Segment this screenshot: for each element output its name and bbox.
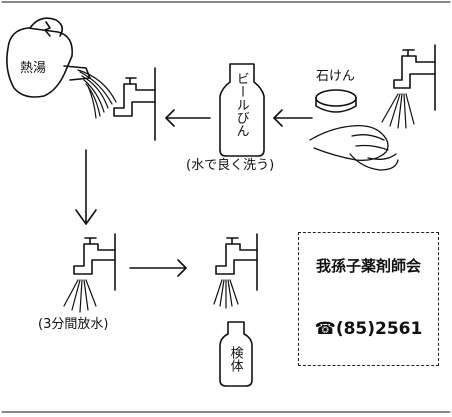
- hot-water-label: 熱湯: [20, 61, 47, 76]
- phone-number: ☎(85)2561: [314, 319, 423, 339]
- contact-box: 我孫子薬剤師会 ☎(85)2561: [298, 232, 439, 366]
- soap-label: 石けん: [316, 69, 356, 84]
- hands-icon: [309, 124, 399, 171]
- beer-bottle-icon: [219, 63, 265, 157]
- kettle-icon: [6, 17, 91, 98]
- specimen-bottle-icon: [219, 321, 253, 387]
- faucet-icon-1: [113, 67, 156, 141]
- water-stream-icon-1: [381, 93, 415, 129]
- water-stream-icon-3: [213, 279, 239, 309]
- water-stream-icon-2: [63, 279, 97, 313]
- hot-water-stream-icon: [77, 69, 117, 119]
- soap-icon: [315, 89, 357, 113]
- beer-bottle-label: ビールびん: [233, 72, 249, 137]
- faucet-icon-rinse: [73, 233, 116, 291]
- arrow-left-1: [165, 109, 211, 127]
- organization-name: 我孫子薬剤師会: [315, 257, 421, 275]
- faucet-icon-top-right: [393, 44, 436, 111]
- arrow-right: [129, 259, 187, 277]
- faucet-icon-specimen: [215, 233, 258, 291]
- arrow-left-2: [273, 109, 313, 127]
- wash-caption: (水で良く洗う): [186, 158, 275, 173]
- arrow-down: [75, 149, 97, 225]
- specimen-label: 検体: [227, 346, 243, 372]
- rinse-caption: (3分間放水): [38, 317, 109, 332]
